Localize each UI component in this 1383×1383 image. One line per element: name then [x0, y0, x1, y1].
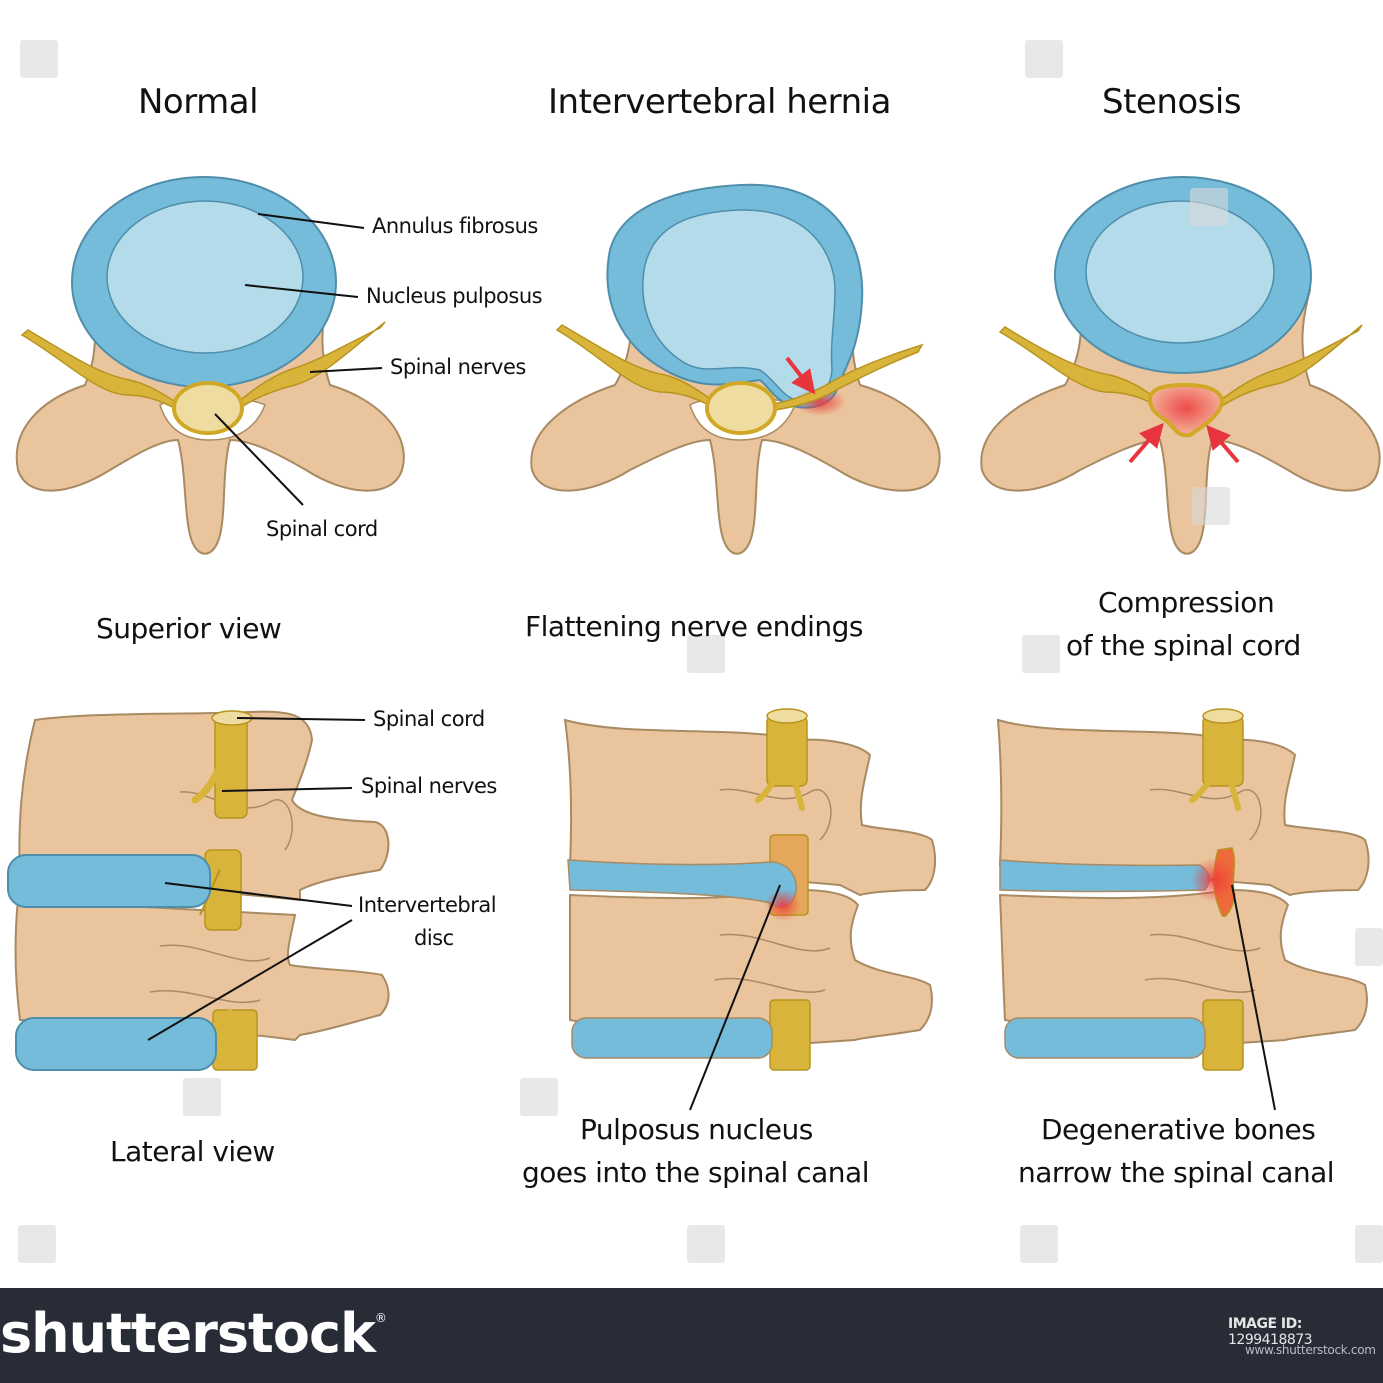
spinal-nerve [191, 741, 232, 804]
label-lateral-spinal-cord: Spinal cord [373, 707, 485, 731]
intervertebral-disc [7, 854, 211, 908]
herniated-nucleus [642, 209, 836, 402]
caption-pulposus-line1: Pulposus nucleus [580, 1113, 813, 1146]
site-url: www.shutterstock.com [1245, 1343, 1376, 1357]
hernia-lateral-view [563, 708, 937, 1111]
title-normal: Normal [138, 82, 259, 122]
footer-bar: shutterstock® IMAGE ID: 1299418873 www.s… [0, 1288, 1383, 1383]
normal-superior-view [15, 176, 405, 555]
label-annulus-fibrosus: Annulus fibrosus [372, 214, 538, 238]
degenerated-disc [999, 859, 1210, 893]
title-stenosis: Stenosis [1102, 82, 1242, 122]
inflammation-glow [1191, 858, 1235, 902]
red-arrow-icon [1206, 424, 1240, 464]
stenosis-lateral-view [996, 708, 1370, 1111]
nucleus-pulposus [106, 200, 304, 354]
label-intervertebral: Intervertebral [358, 893, 497, 917]
caption-degenerative-line1: Degenerative bones [1041, 1113, 1316, 1146]
spinal-cord [172, 381, 244, 435]
caption-pulposus-line2: goes into the spinal canal [522, 1156, 869, 1189]
normal-lateral-view [7, 710, 390, 1071]
caption-flattening-nerve-endings: Flattening nerve endings [525, 610, 864, 643]
label-nucleus-pulposus: Nucleus pulposus [366, 284, 543, 308]
compressed-spinal-cord [1147, 382, 1225, 438]
caption-superior-view: Superior view [96, 612, 282, 645]
label-spinal-cord: Spinal cord [266, 517, 378, 541]
shutterstock-logo: shutterstock® [0, 1302, 387, 1365]
caption-compression-line1: Compression [1098, 586, 1275, 619]
nucleus-pulposus [1085, 200, 1275, 344]
caption-compression-line2: of the spinal cord [1066, 629, 1301, 662]
label-lateral-spinal-nerves: Spinal nerves [361, 774, 497, 798]
watermark-icon [18, 40, 1383, 1263]
title-hernia: Intervertebral hernia [548, 82, 891, 122]
spine-illustrations [7, 40, 1383, 1263]
caption-lateral-view: Lateral view [110, 1135, 275, 1168]
inflammation-glow [765, 889, 801, 921]
label-disc: disc [414, 926, 454, 950]
intervertebral-disc [15, 1017, 217, 1071]
intervertebral-disc [1004, 1017, 1206, 1059]
stenosis-superior-view [980, 176, 1381, 555]
red-arrow-icon [1128, 422, 1164, 464]
image-id: IMAGE ID: 1299418873 [1228, 1316, 1313, 1348]
label-spinal-nerves: Spinal nerves [390, 355, 526, 379]
red-arrow-icon [785, 356, 816, 395]
caption-degenerative-line2: narrow the spinal canal [1018, 1156, 1335, 1189]
spinal-cord [705, 381, 777, 435]
intervertebral-disc [571, 1017, 773, 1059]
hernia-superior-view [530, 183, 941, 555]
